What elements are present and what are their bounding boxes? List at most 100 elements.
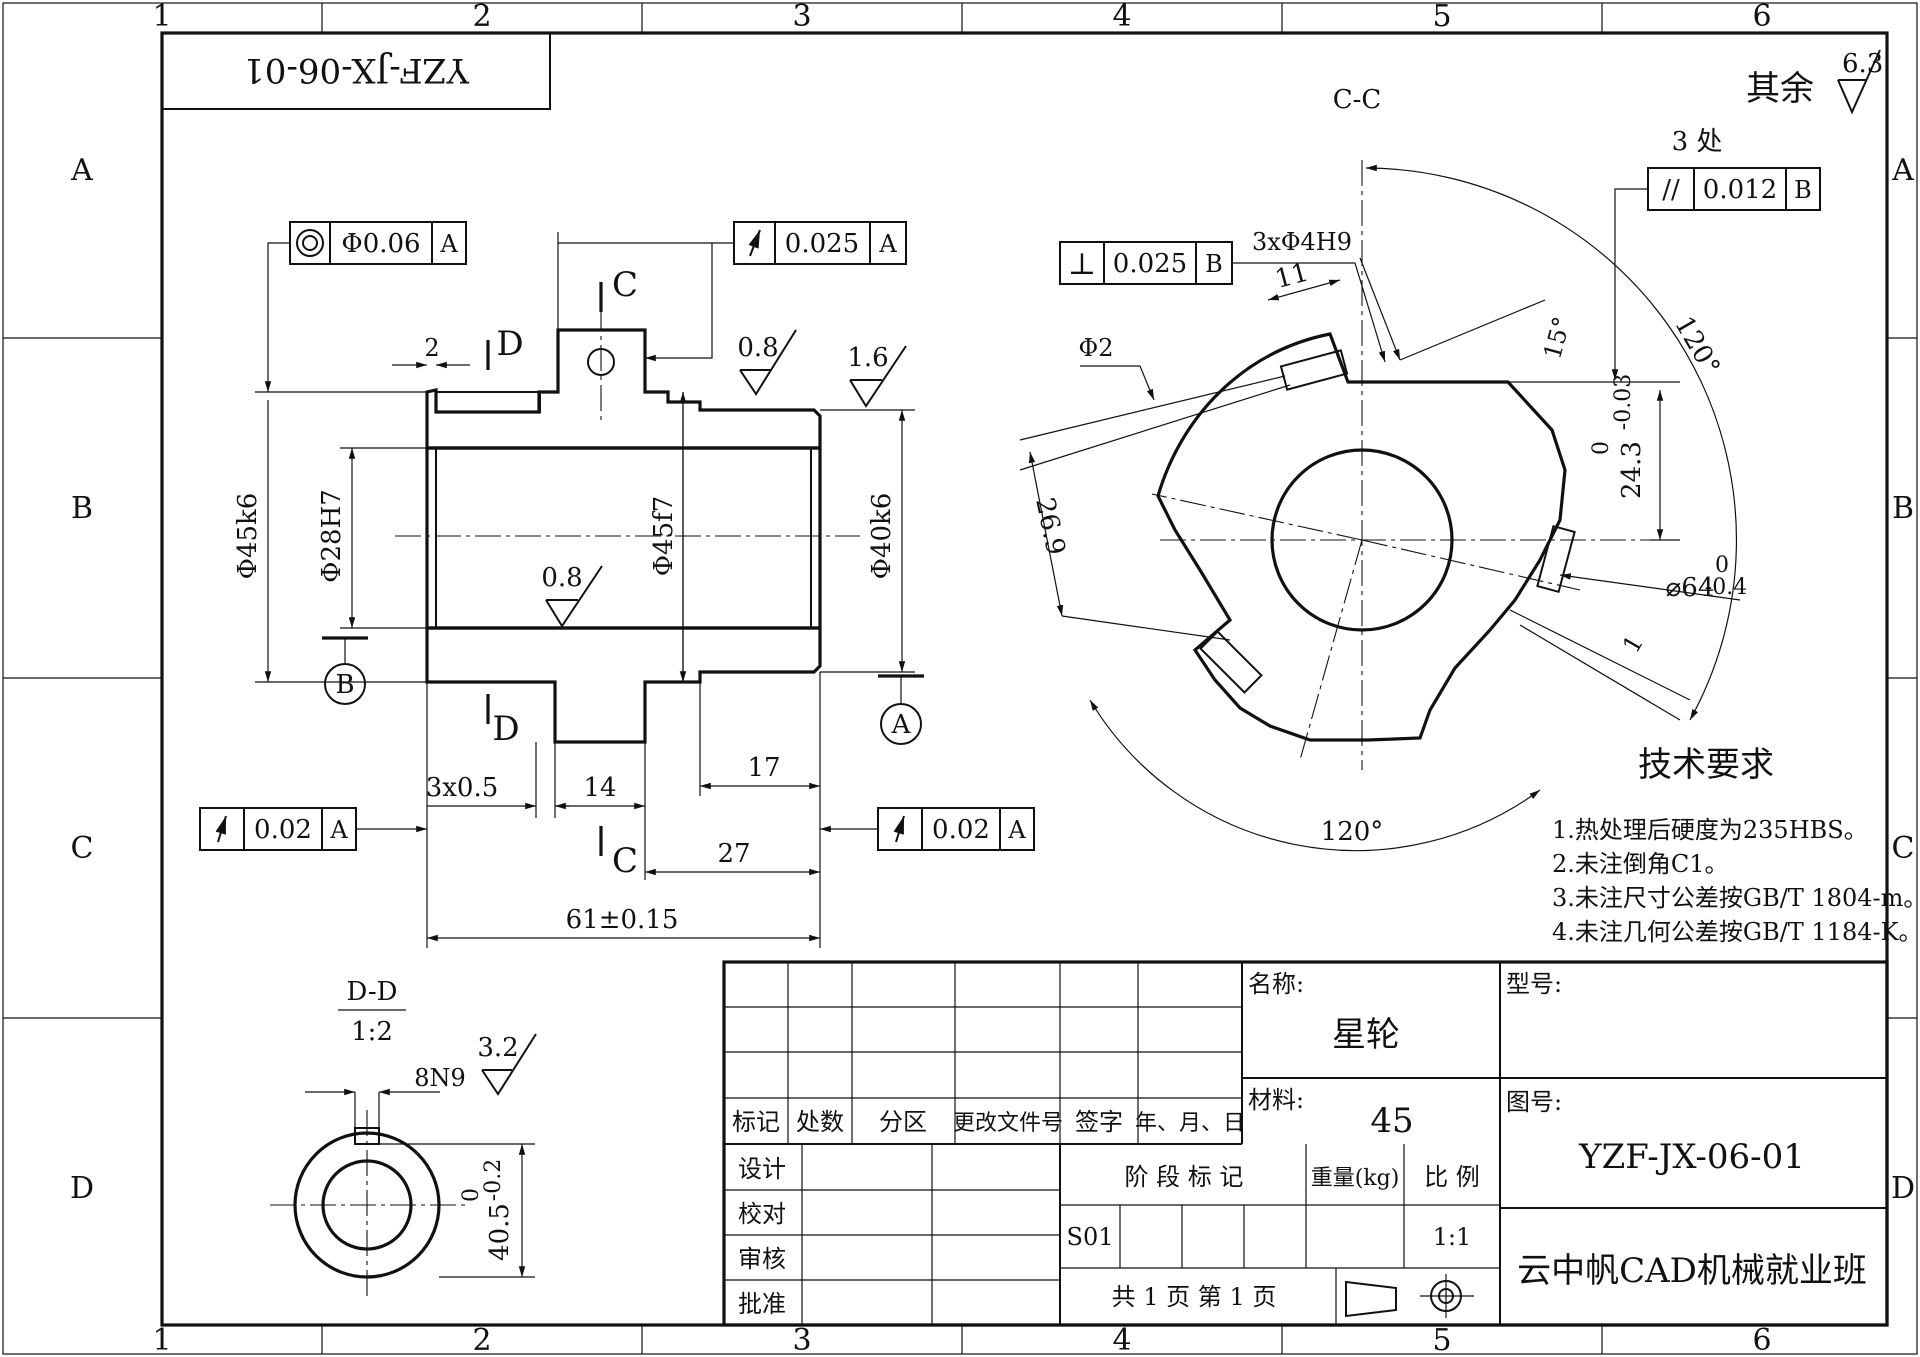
section-dd-title: D-D [347, 977, 398, 1007]
tech-req-item-2: 2.未注倒角C1。 [1552, 850, 1729, 878]
name-label: 名称: [1248, 970, 1304, 998]
perp-symbol: ⊥ [1068, 247, 1096, 282]
dim-120-bottom: 120° [1321, 817, 1384, 847]
rev-header-doc: 更改文件号 [953, 1111, 1063, 1136]
tech-req-item-3: 3.未注尺寸公差按GB/T 1804-m。 [1552, 884, 1920, 912]
stage-label: 阶 段 标 记 [1125, 1163, 1244, 1191]
part-name: 星轮 [1332, 1015, 1400, 1055]
drawing-label: 图号: [1506, 1088, 1562, 1116]
dim-61: 61±0.15 [566, 905, 679, 935]
row-label-b: B [71, 491, 93, 526]
count-note: 3 处 [1672, 127, 1723, 157]
dim-phi45f7: Φ45f7 [649, 496, 679, 577]
default-roughness: 其余 6.3 [1746, 49, 1883, 115]
weight-label: 重量(kg) [1311, 1166, 1400, 1191]
scale-value: 1:1 [1433, 1223, 1472, 1251]
material-value: 45 [1370, 1101, 1413, 1141]
col-label-5b: 5 [1432, 1323, 1451, 1357]
runout-right-datum: A [1007, 816, 1026, 844]
drawing-number-box: YZF-JX-06-01 [161, 32, 551, 110]
col-label-3b: 3 [792, 1323, 811, 1357]
rev-header-sign: 签字 [1075, 1108, 1123, 1136]
col-label-1: 1 [152, 0, 171, 34]
runout-left-value: 0.02 [254, 815, 312, 845]
default-roughness-label: 其余 [1746, 69, 1814, 109]
stage-value: S01 [1067, 1223, 1114, 1251]
dim-405-tol-lower: -0.2 [481, 1159, 506, 1201]
col-label-6: 6 [1752, 0, 1771, 34]
roughness-08-bore: 0.8 [541, 563, 582, 593]
roughness-08-top: 0.8 [737, 333, 778, 363]
col-label-1b: 1 [152, 1323, 171, 1357]
dd-roughness: 3.2 [477, 1033, 518, 1063]
runout-top-datum: A [878, 230, 897, 258]
dim-2: 2 [424, 334, 439, 362]
datum-a: A [891, 710, 912, 740]
col-label-5: 5 [1432, 0, 1451, 34]
row-label-a: A [70, 153, 93, 188]
role-check: 校对 [738, 1200, 786, 1228]
dim-27: 27 [717, 839, 750, 869]
drawing-number-inverted: YZF-JX-06-01 [243, 50, 470, 90]
dim-phi28h7: Φ28H7 [317, 489, 347, 583]
row-label-c-right: C [1892, 831, 1915, 866]
col-label-6b: 6 [1752, 1323, 1771, 1357]
main-view-annotations: Φ0.06 A 0.025 A C C D D 2 Φ45k6 [199, 221, 1035, 948]
section-cc-title: C-C [1333, 85, 1382, 115]
company-name: 云中帆CAD机械就业班 [1517, 1251, 1867, 1291]
dim-17: 17 [747, 753, 780, 783]
row-label-b-right: B [1892, 491, 1914, 526]
section-d-bottom: D [492, 709, 519, 749]
section-c-top: C [612, 265, 638, 305]
runout-top-value: 0.025 [785, 229, 859, 259]
dim-15deg: 15° [1538, 314, 1576, 362]
col-label-2b: 2 [472, 1323, 491, 1357]
model-label: 型号: [1506, 970, 1562, 998]
col-label-4: 4 [1112, 0, 1131, 34]
holes-label: 3xΦ4H9 [1252, 228, 1352, 256]
row-label-c: C [71, 831, 94, 866]
parallel-datum: B [1794, 176, 1812, 204]
dim-phi40k6: Φ40k6 [867, 493, 897, 580]
row-label-d-right: D [1891, 1171, 1915, 1206]
section-d-top: D [496, 324, 523, 364]
rev-header-mark: 标记 [732, 1108, 780, 1136]
datum-b: B [335, 670, 354, 700]
rev-header-zone: 分区 [879, 1108, 927, 1136]
dim-64-tol-upper: 0 [1715, 553, 1729, 578]
tech-req-item-4: 4.未注几何公差按GB/T 1184-K。 [1552, 918, 1920, 946]
title-block: 标记 处数 分区 更改文件号 签字 年、月、日 设计 校对 审核 批准 阶 段 … [722, 960, 1889, 1327]
runout-right-value: 0.02 [932, 815, 990, 845]
dim-243-tol-upper: 0 [1589, 441, 1614, 455]
dim-phi45k6: Φ45k6 [233, 493, 263, 580]
section-c-bottom: C [612, 841, 638, 881]
row-label-a-right: A [1891, 153, 1914, 188]
section-dd-scale: 1:2 [351, 1017, 393, 1047]
section-cc-view: C-C 120° 120° 3 处 // 0.012 B ⊥ 0.025 [1019, 85, 1821, 852]
col-label-4b: 4 [1112, 1323, 1131, 1357]
runout-left-datum: A [329, 816, 348, 844]
material-label: 材料: [1248, 1086, 1304, 1114]
dim-14: 14 [583, 773, 616, 803]
dim-243-tol-lower: -0.03 [1611, 374, 1636, 430]
sheets-label: 共 1 页 第 1 页 [1112, 1283, 1277, 1311]
technical-requirements: 技术要求 1.热处理后硬度为235HBS。 2.未注倒角C1。 3.未注尺寸公差… [1552, 745, 1920, 946]
concentricity-value: Φ0.06 [341, 229, 420, 259]
perp-value: 0.025 [1113, 249, 1187, 279]
role-approve: 批准 [738, 1290, 786, 1318]
scale-label: 比 例 [1424, 1163, 1480, 1191]
dim-405-tol-upper: 0 [459, 1188, 484, 1202]
dim-phi2: Φ2 [1079, 334, 1114, 362]
main-section-view [395, 305, 860, 744]
roughness-16: 1.6 [847, 343, 888, 373]
rev-header-date: 年、月、日 [1135, 1111, 1245, 1136]
dim-120-top: 120° [1668, 311, 1725, 380]
role-review: 审核 [738, 1245, 786, 1273]
dim-269: 26.9 [1029, 495, 1070, 558]
default-roughness-value: 6.3 [1842, 49, 1883, 79]
dim-3x05: 3x0.5 [426, 773, 499, 803]
col-label-3: 3 [792, 0, 811, 34]
concentricity-datum: A [439, 230, 458, 258]
parallel-value: 0.012 [1703, 175, 1777, 205]
